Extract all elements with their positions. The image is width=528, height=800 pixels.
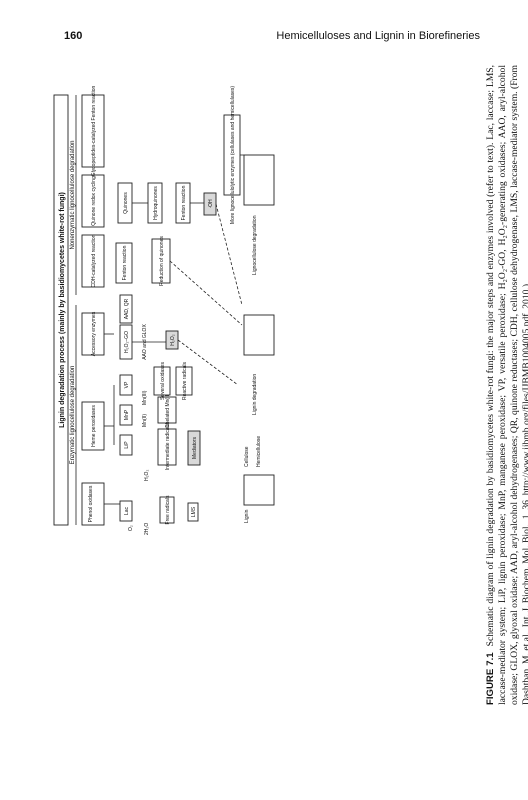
glycopeptides-label: Glycopeptides-catalyzed Fenton reaction (91, 85, 97, 176)
book-title: Hemicelluloses and Lignin in Biorefineri… (276, 30, 480, 42)
several-oxidases-label: Several oxidases (160, 361, 166, 400)
lignin-degradation-label: Lignin degradation (252, 374, 258, 415)
main-title-box (53, 94, 69, 526)
lignin-structure-left (243, 474, 275, 506)
mn2-label: Mn(II) (142, 414, 148, 427)
vp-box (119, 374, 133, 396)
quinone-redox-label: Quinone redox cycling (91, 176, 97, 226)
more-enzymes-label: More lignocellulolytic enzymes (cellulas… (230, 86, 236, 224)
vp-label: VP (124, 381, 130, 388)
chelated-label: Chelated Mn(III) (165, 392, 171, 428)
nonenzymatic-header: Nonenzymatic lignocellulose degradation (70, 140, 76, 249)
mnp-label: MnP (124, 409, 130, 420)
aad-qr-label: AAD, QR (124, 298, 130, 319)
quinones-label: Quinones (123, 192, 129, 214)
enzymatic-header: Enzymatic lignocellulose degradation (70, 366, 76, 465)
cellulose-label: Cellulose (244, 446, 250, 467)
hemicellulose-label: Hemicellulose (256, 436, 262, 467)
lignin-structure-mid (243, 314, 275, 356)
figure-caption: FIGURE 7.1Schematic diagram of lignin de… (485, 65, 528, 705)
diagram-rotated: Lignin degradation process (mainly by ba… (48, 75, 478, 545)
running-header: 160 Hemicelluloses and Lignin in Biorefi… (0, 30, 528, 50)
o2-label: O₂ (128, 525, 134, 531)
lms-box (187, 502, 199, 522)
intermediate-radicals-label: Intermediate radicals (165, 423, 171, 470)
reactive-radicals-label: Reactive radicals (182, 361, 188, 400)
fenton-reaction-box-top (115, 242, 133, 284)
aad-qr-box (119, 294, 133, 324)
mediators-box (187, 430, 201, 466)
caption-text: Schematic diagram of lignin degradation … (485, 65, 528, 705)
oh-radical-label: ·OH (208, 199, 214, 209)
diagram-svg: Lignin degradation process (mainly by ba… (53, 85, 275, 535)
h2o2-go-label: H₂O₂–GO (124, 331, 130, 353)
fenton-reaction-top-label: Fenton reaction (122, 245, 128, 280)
page-number: 160 (64, 30, 83, 42)
lip-box (119, 434, 133, 456)
lignin-label: Lignin (244, 509, 250, 523)
lignin-structure-right (243, 154, 275, 206)
several-oxidases-box (153, 366, 171, 396)
reduction-quinones-label: Reduction of quinones (159, 236, 165, 286)
cdh-reaction-label: CDH-catalyzed reaction (91, 234, 97, 287)
free-radicals-box (159, 496, 175, 524)
main-title: Lignin degradation process (mainly by ba… (59, 192, 66, 428)
dashed-connector (177, 339, 239, 386)
quinone-redox-box (81, 174, 105, 228)
dashed-connector (215, 203, 243, 306)
mn3-label: Mn(III) (142, 390, 148, 405)
h2o2-left-label: H₂O₂ (144, 470, 150, 481)
heme-peroxidases-label: Heme peroxidases (91, 405, 97, 447)
lac-label: Lac (124, 506, 130, 515)
hydroquinones-label: Hydroquinones (153, 186, 159, 220)
lac-box (119, 500, 133, 522)
glycopeptides-box (81, 94, 105, 168)
phenol-oxidases-label: Phenol oxidases (88, 485, 94, 522)
cdh-reaction-box (81, 234, 105, 288)
accessory-enzymes-label: Accessory enzymes (91, 311, 97, 356)
reactive-radicals-box (175, 366, 193, 396)
lms-label: LMS (191, 506, 197, 517)
free-radicals-label: Free radicals (165, 495, 171, 524)
fenton-reaction-label: Fenton reaction (181, 185, 187, 220)
lip-label: LiP (124, 441, 130, 449)
lignocellulose-degradation-label: Lignocellulose degradation (252, 215, 258, 275)
dashed-connector (169, 260, 243, 326)
h2o2-gray-label: H₂O₂ (170, 334, 176, 345)
mediators-label: Mediators (192, 437, 198, 459)
chelated-box (157, 396, 177, 424)
mnp-box (119, 404, 133, 426)
intermediate-radicals-box (157, 428, 177, 466)
caption-label: FIGURE 7.1 (485, 652, 496, 705)
two-h2o-label: 2H₂O (144, 523, 150, 535)
